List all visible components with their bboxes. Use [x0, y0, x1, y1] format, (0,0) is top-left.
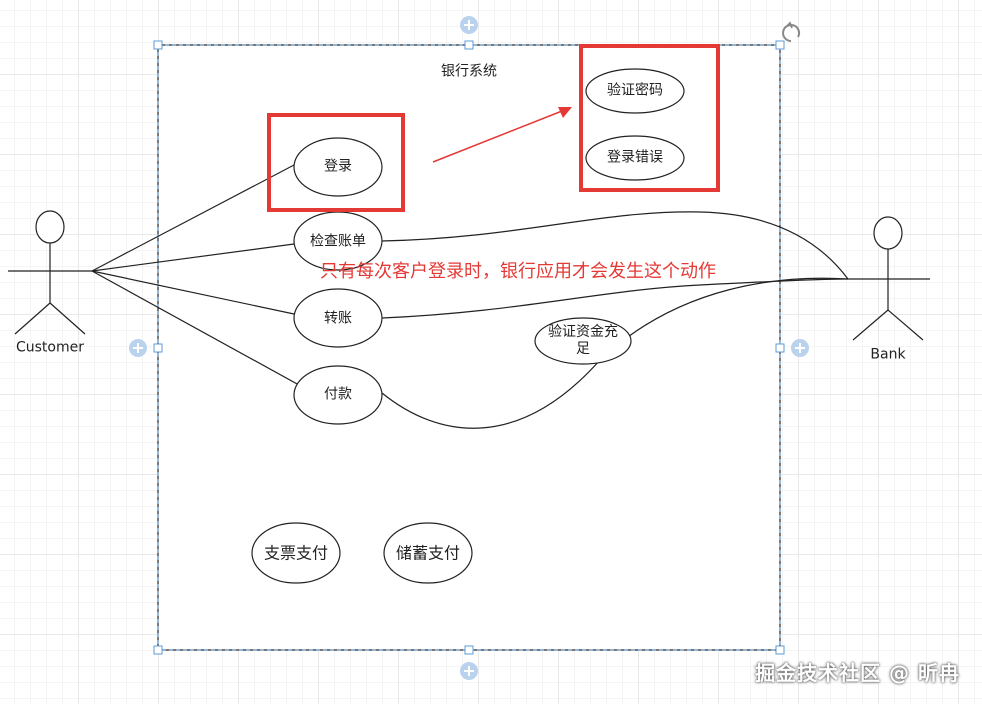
resize-handle-s[interactable]	[464, 645, 474, 655]
use-case-label-verify-funds: 验证资金充足	[548, 324, 618, 357]
use-case-label-login: 登录	[324, 158, 352, 175]
actor-leg-left	[14, 302, 51, 335]
customer-associations	[91, 164, 300, 386]
use-case-label-cheque-pay: 支票支付	[263, 543, 329, 563]
resize-handle-ne[interactable]	[775, 40, 785, 50]
annotation-note: 只有每次客户登录时，银行应用才会发生这个动作	[320, 261, 716, 283]
actor-leg-left	[852, 309, 889, 341]
use-case-label-verify-password: 验证密码	[607, 82, 663, 99]
highlight-box-login	[267, 113, 405, 212]
use-case-login-error[interactable]	[585, 135, 685, 181]
use-case-label-payment: 付款	[324, 386, 352, 403]
use-case-payment[interactable]	[293, 365, 383, 425]
use-case-shapes	[251, 68, 685, 584]
selection-handles[interactable]	[153, 40, 785, 655]
watermark: 掘金技术社区 @ 昕冉	[755, 661, 960, 685]
use-case-savings-pay[interactable]	[383, 522, 473, 584]
highlight-arrow	[432, 107, 572, 163]
resize-handle-se[interactable]	[775, 645, 785, 655]
assoc-customer-payment[interactable]	[91, 270, 300, 386]
use-case-label-transfer: 转账	[324, 310, 352, 327]
use-case-label-savings-pay: 储蓄支付	[395, 543, 461, 563]
resize-handle-nw[interactable]	[153, 40, 163, 50]
assoc-customer-check-bill[interactable]	[91, 243, 295, 272]
actor-label-customer: Customer	[15, 339, 85, 356]
assoc-bank-transfer[interactable]	[381, 278, 849, 319]
resize-handle-w[interactable]	[153, 343, 163, 353]
use-case-cheque-pay[interactable]	[251, 522, 341, 584]
assoc-customer-login[interactable]	[91, 164, 295, 272]
plus-circle-icon[interactable]	[129, 339, 147, 357]
connect-handles[interactable]	[129, 16, 809, 680]
actor-label-bank: Bank	[870, 346, 906, 363]
plus-circle-icon[interactable]	[460, 662, 478, 680]
use-case-verify-password[interactable]	[585, 68, 685, 114]
resize-handle-sw[interactable]	[153, 645, 163, 655]
assoc-customer-transfer[interactable]	[91, 270, 295, 315]
use-case-label-login-error: 登录错误	[607, 149, 663, 166]
use-case-verify-funds[interactable]	[534, 317, 632, 365]
actor-leg-right	[49, 302, 86, 335]
actor-head	[873, 216, 903, 250]
use-case-label-check-bill: 检查账单	[310, 233, 366, 250]
use-case-transfer[interactable]	[293, 288, 383, 348]
actor-leg-right	[887, 309, 924, 341]
customer-actor[interactable]	[8, 210, 92, 335]
use-case-login[interactable]	[293, 137, 383, 197]
plus-circle-icon[interactable]	[460, 16, 478, 34]
actor-head	[35, 210, 65, 244]
system-title: 银行系统	[441, 63, 497, 80]
assoc-bank-check-bill[interactable]	[381, 211, 849, 280]
plus-circle-icon[interactable]	[791, 339, 809, 357]
bank-actor[interactable]	[848, 216, 930, 341]
resize-handle-n[interactable]	[464, 40, 474, 50]
highlight-box-verification	[579, 44, 720, 192]
resize-handle-e[interactable]	[775, 343, 785, 353]
rotate-icon[interactable]	[782, 21, 801, 42]
